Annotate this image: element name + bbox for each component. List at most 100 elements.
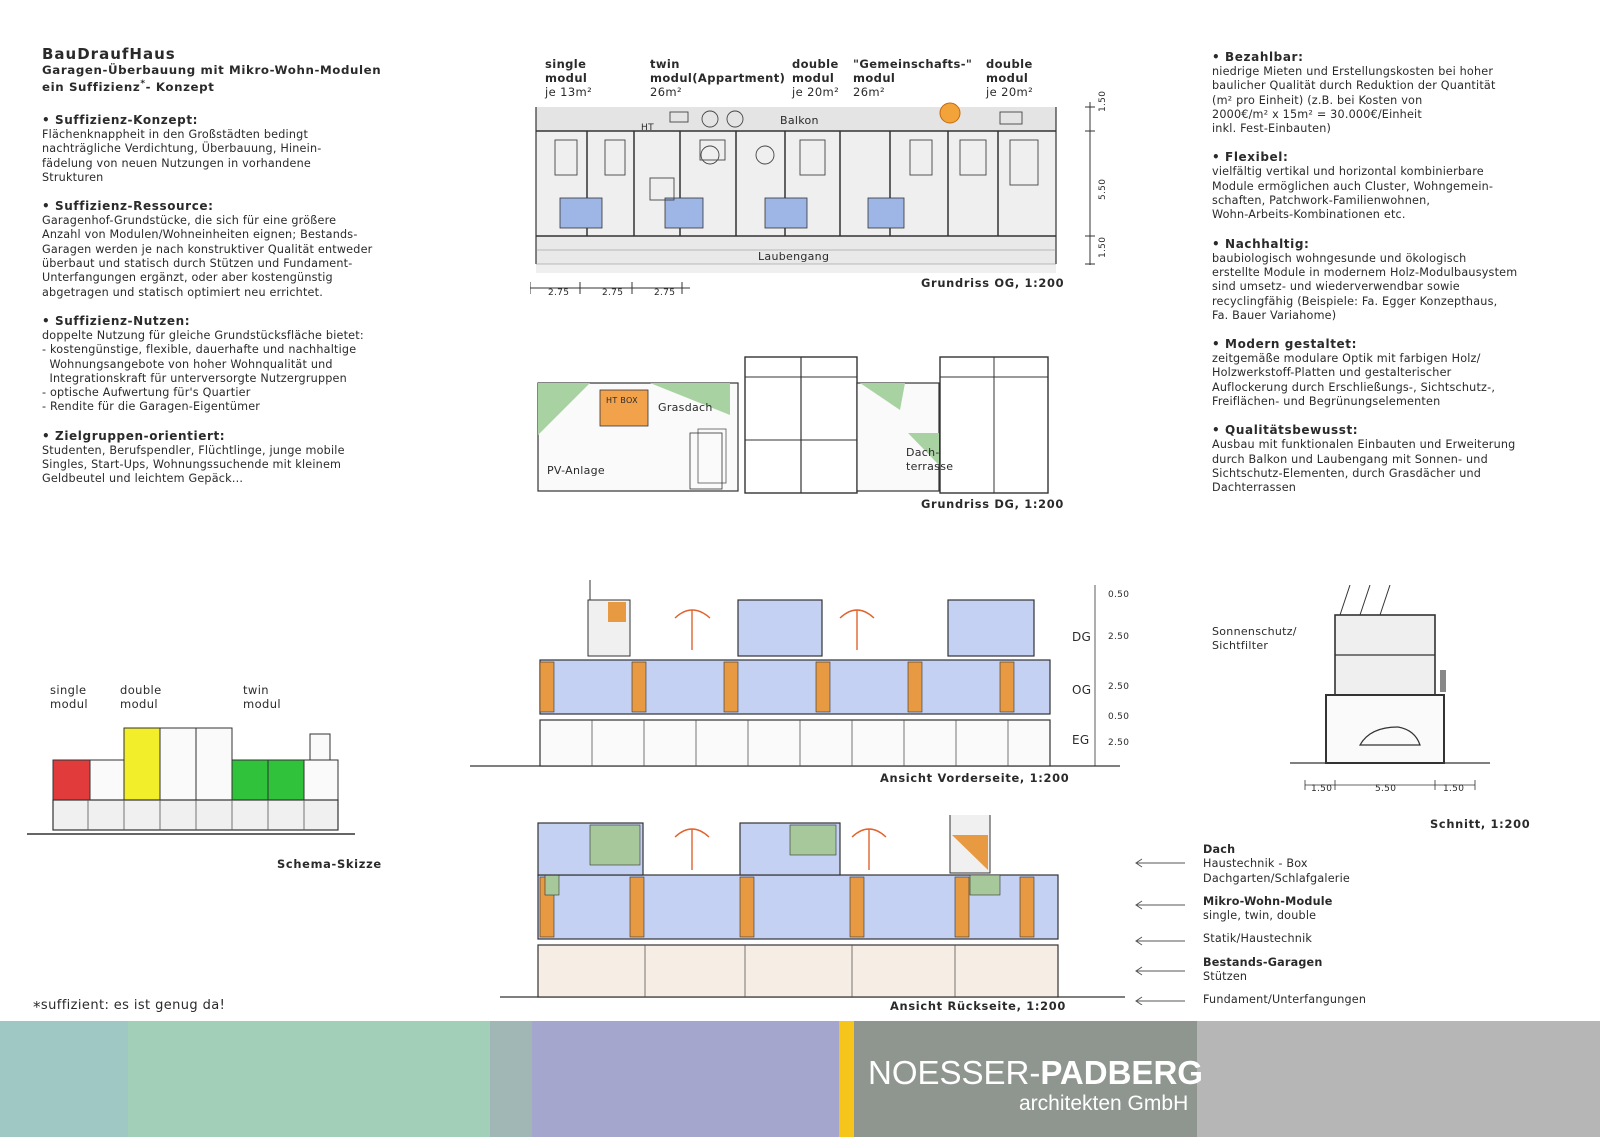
legend-item-modules: Mikro-Wohn-Module single, twin, double <box>1203 895 1366 924</box>
project-subtitle-2: ein Suffizienz*- Konzept <box>42 79 215 94</box>
section-heading: • Suffizienz-Konzept: <box>42 113 199 127</box>
section-line: Geldbeutel und leichtem Gepäck... <box>42 472 244 486</box>
og-caption: Grundriss OG, 1:200 <box>921 276 1065 290</box>
elevation-rear <box>500 815 1125 998</box>
og-balkon-label: Balkon <box>780 114 819 127</box>
section-line: 2000€/m² x 15m² = 30.000€/Einheit <box>1212 107 1422 121</box>
dg-grasdach-label: Grasdach <box>658 401 713 414</box>
section-line: (m² pro Einheit) (z.B. bei Kosten von <box>1212 93 1423 107</box>
legend-line: Dachgarten/Schlafgalerie <box>1203 871 1350 885</box>
dg-ht-box-label: HT BOX <box>606 396 638 405</box>
og-dim-right: 1.50 <box>1098 90 1108 112</box>
right-section: • Bezahlbar: niedrige Mieten und Erstell… <box>1212 50 1592 136</box>
front-dim: 0.50 <box>1108 712 1130 722</box>
section-heading: • Nachhaltig: <box>1212 236 1310 251</box>
project-title-block: BauDraufHaus Garagen-Überbauung mit Mikr… <box>42 45 381 94</box>
section-heading: • Flexibel: <box>1212 150 1289 165</box>
section-line: sind umsetz- und wiederverwendbar sowie <box>1212 280 1460 294</box>
footer-band-2 <box>128 1021 490 1137</box>
schema-label-single: single modul <box>50 683 89 711</box>
company-name-bold: PADBERG <box>1040 1054 1203 1091</box>
section-line: zeitgemäße modulare Optik mit farbigen H… <box>1212 352 1481 366</box>
front-dim: 0.50 <box>1108 590 1130 600</box>
project-subtitle: Garagen-Überbauung mit Mikro-Wohn-Module… <box>42 63 382 77</box>
footer-band-1 <box>0 1021 128 1137</box>
footer-band-4 <box>532 1021 839 1137</box>
section-line: - Rendite für die Garagen-Eigentümer <box>42 400 261 414</box>
section-line: Flächenknappheit in den Großstädten bedi… <box>42 128 309 141</box>
legend-block: Dach Haustechnik - Box Dachgarten/Schlaf… <box>1203 843 1366 1008</box>
og-dim-right: 1.50 <box>1098 236 1108 258</box>
section-line: Module ermöglichen auch Cluster, Wohngem… <box>1212 179 1494 193</box>
section-line: Wohn-Arbeits-Kombinationen etc. <box>1212 208 1406 222</box>
footer-band-accent <box>839 1021 854 1137</box>
section-heading: • Zielgruppen-orientiert: <box>42 428 226 443</box>
level-dg: DG <box>1072 630 1092 644</box>
legend-title: Dach <box>1203 843 1236 856</box>
right-section: • Modern gestaltet: zeitgemäße modulare … <box>1212 337 1592 409</box>
og-dim-bottom: 2.75 <box>654 288 676 298</box>
dg-caption: Grundriss DG, 1:200 <box>921 497 1065 511</box>
section-heading: • Suffizienz-Ressource: <box>42 199 214 214</box>
section-line: Singles, Start-Ups, Wohnungssuchende mit… <box>42 458 342 472</box>
schema-label-double: double modul <box>120 683 162 711</box>
og-ht-label: HT <box>641 123 654 133</box>
dg-pv-label: PV-Anlage <box>547 464 605 477</box>
og-dim-right: 5.50 <box>1098 178 1108 200</box>
company-name-light: NOESSER- <box>868 1054 1041 1091</box>
section-heading: • Qualitätsbewusst: <box>1212 423 1359 438</box>
front-caption: Ansicht Vorderseite, 1:200 <box>880 771 1070 785</box>
floor-plan-og <box>530 102 1095 294</box>
legend-title: Bestands-Garagen <box>1203 955 1323 969</box>
section-line: Strukturen <box>42 170 104 184</box>
section-line: Sichtschutz-Elementen, durch Grasdächer … <box>1212 466 1482 480</box>
dg-dachterrasse-label: Dach- terrasse <box>906 446 954 473</box>
section-line: baubiologisch wohngesunde und ökologisch <box>1212 251 1467 265</box>
right-section: • Qualitätsbewusst: Ausbau mit funktiona… <box>1212 423 1592 495</box>
footnote: *suffizient: es ist genug da! <box>33 998 225 1016</box>
legend-line: single, twin, double <box>1203 909 1317 923</box>
footer-band-logo <box>854 1021 1197 1137</box>
section-line: fädelung von neuen Nutzungen in vorhande… <box>42 156 311 170</box>
section-line: Unterfangungen ergänzt, oder aber kosten… <box>42 271 333 285</box>
section-line: abgetragen und statisch optimiert neu er… <box>42 285 323 299</box>
front-dim: 2.50 <box>1108 632 1130 642</box>
section-dim: 5.50 <box>1375 784 1397 794</box>
og-dim-bottom: 2.75 <box>602 288 624 298</box>
legend-line: Haustechnik - Box <box>1203 857 1308 871</box>
legend-item-statik: Statik/Haustechnik <box>1203 932 1366 946</box>
section-line: vielfältig vertikal und horizontal kombi… <box>1212 165 1484 179</box>
left-section: • Zielgruppen-orientiert: Studenten, Ber… <box>42 429 422 487</box>
module-type-twin: twin modul(Appartment)26m² <box>650 57 786 99</box>
section-line: erstellte Module in modernem Holz-Modulb… <box>1212 265 1518 279</box>
section-sun-label: Sonnenschutz/ Sichtfilter <box>1212 625 1297 652</box>
section-line: - optische Aufwertung für's Quartier <box>42 386 251 400</box>
right-section: • Flexibel: vielfältig vertikal und hori… <box>1212 150 1592 222</box>
left-text-column: • Suffizienz-Konzept: Flächenknappheit i… <box>42 113 422 487</box>
section-line: Ausbau mit funktionalen Einbauten und Er… <box>1212 438 1516 452</box>
right-section: • Nachhaltig: baubiologisch wohngesunde … <box>1212 237 1592 323</box>
section-line: baulicher Qualität durch Reduktion der Q… <box>1212 79 1496 93</box>
company-tagline: architekten GmbH <box>1019 1092 1189 1115</box>
section-line: Fa. Bauer Variahome) <box>1212 308 1337 322</box>
footer-band-end <box>1197 1021 1600 1137</box>
left-section: • Suffizienz-Nutzen: doppelte Nutzung fü… <box>42 314 422 415</box>
section-caption: Schnitt, 1:200 <box>1430 817 1531 831</box>
section-line: Freiflächen- und Begrünungselementen <box>1212 395 1441 409</box>
project-title: BauDraufHaus <box>42 45 176 63</box>
section-dim: 1.50 <box>1311 784 1333 794</box>
footnote-text: suffizient: es ist genug da! <box>40 998 226 1013</box>
front-dim: 2.50 <box>1108 682 1130 692</box>
section-line: durch Balkon und Laubengang mit Sonnen- … <box>1212 452 1488 466</box>
section-line: Garagen werden je nach konstruktiver Qua… <box>42 242 373 256</box>
front-dim: 2.50 <box>1108 738 1130 748</box>
floor-plan-dg <box>537 356 1049 494</box>
section-line: schaften, Patchwork-Familienwohnen, <box>1212 194 1431 208</box>
elevation-front <box>470 580 1120 767</box>
legend-line: Statik/Haustechnik <box>1203 932 1313 946</box>
left-section: • Suffizienz-Ressource: Garagenhof-Grund… <box>42 199 422 300</box>
section-line: niedrige Mieten und Erstellungskosten be… <box>1212 65 1494 78</box>
